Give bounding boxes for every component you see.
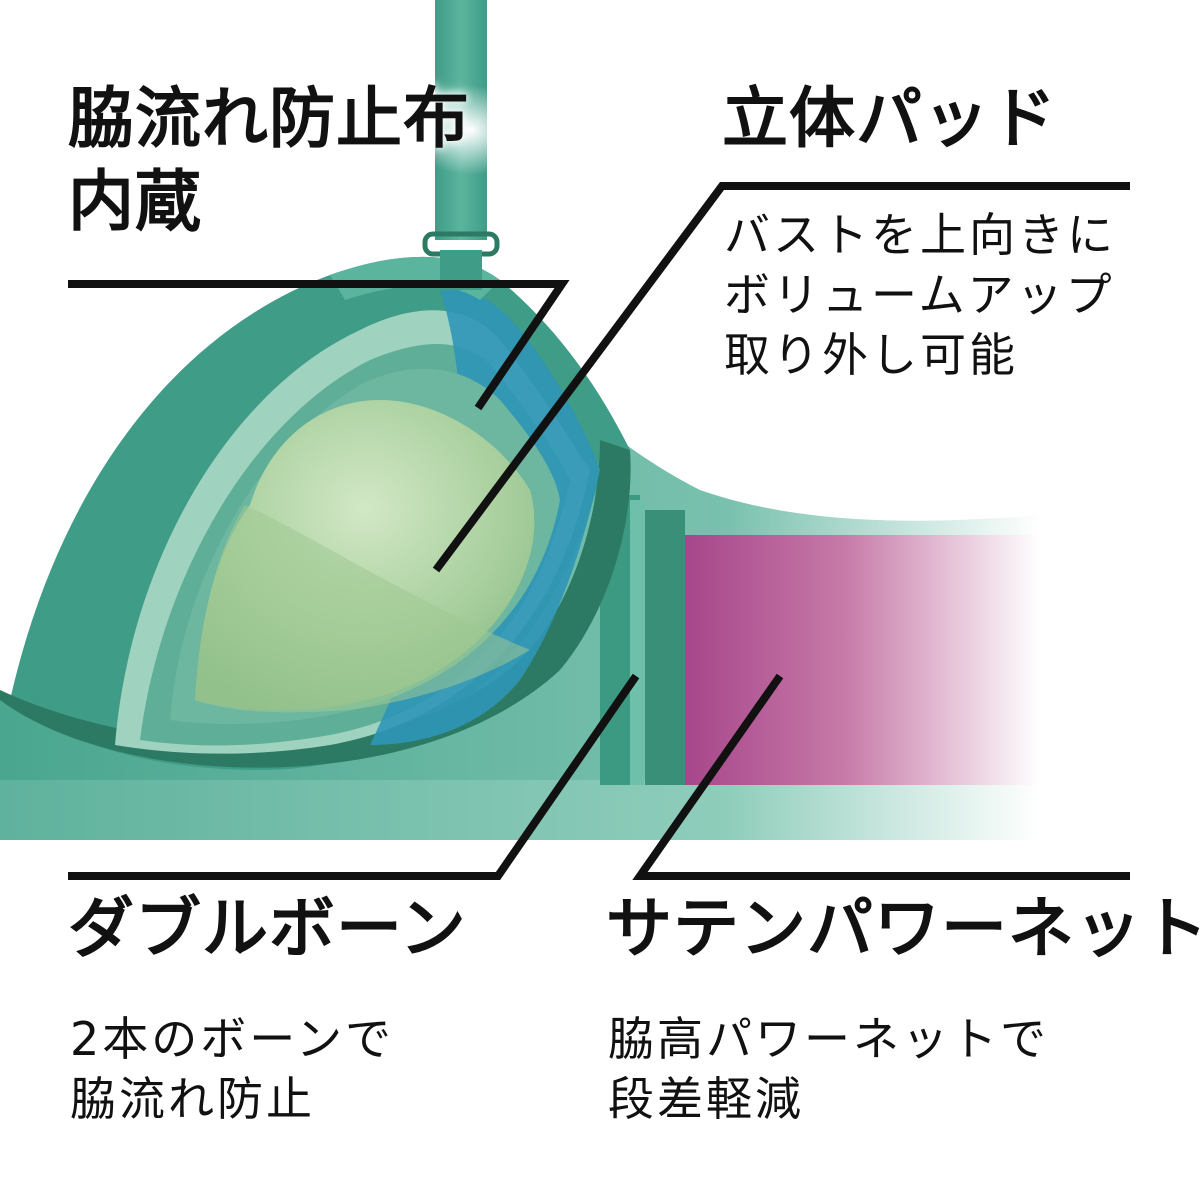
leader-line-net <box>632 673 1130 880</box>
bone-label: ダブルボーン <box>68 888 467 971</box>
leader-line-pad <box>432 182 1130 573</box>
bone-description: 2本のボーンで 脇流れ防止 <box>70 1010 394 1130</box>
pad-title: 立体パッド <box>722 80 1057 157</box>
net-desc-line1: 脇高パワーネットで <box>608 1012 1049 1066</box>
bone-strip-highlight <box>630 500 644 785</box>
pad-desc-line2: ボリュームアップ <box>724 267 1115 322</box>
bone-desc-line2: 脇流れ防止 <box>70 1071 315 1126</box>
net-title: サテンパワーネット <box>606 890 1200 967</box>
bone-strip-2 <box>645 510 685 785</box>
pad-label: 立体パッド <box>722 78 1057 161</box>
pad-desc-line3: 取り外し可能 <box>724 327 1018 382</box>
leader-line-bone <box>68 673 640 880</box>
heading-glow <box>410 85 530 175</box>
pad-fold <box>195 505 530 713</box>
net-description: 脇高パワーネットで 段差軽減 <box>608 1010 1049 1130</box>
pad-description: バストを上向きに ボリュームアップ 取り外し可能 <box>724 206 1116 385</box>
side-panel-title-line1: 脇流れ防止布 <box>68 80 470 157</box>
bone-title: ダブルボーン <box>68 890 467 967</box>
bottom-band <box>0 780 1040 840</box>
power-net-panel <box>685 535 1040 785</box>
net-label: サテンパワーネット <box>606 888 1200 971</box>
net-desc-line2: 段差軽減 <box>608 1071 804 1126</box>
bone-desc-line1: 2本のボーンで <box>70 1012 394 1066</box>
leader-line-side-panel <box>68 280 570 411</box>
side-panel-title-line2: 内蔵 <box>68 162 202 240</box>
pad-desc-line1: バストを上向きに <box>724 208 1116 262</box>
side-panel-label: 脇流れ防止布 内蔵 <box>68 78 470 243</box>
